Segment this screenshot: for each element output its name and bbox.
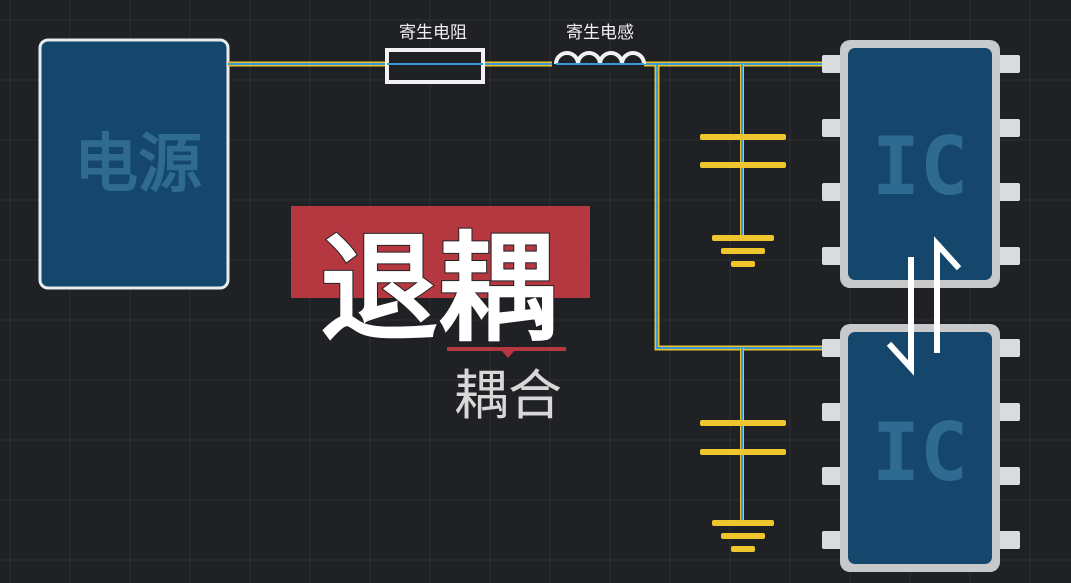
resistor-icon bbox=[385, 48, 485, 84]
headline-banner bbox=[291, 206, 590, 298]
ic-chip-bottom bbox=[822, 324, 1020, 572]
ic-pin bbox=[998, 119, 1020, 137]
ic-pins bbox=[822, 339, 1020, 549]
ground-icon bbox=[712, 520, 774, 552]
power-source-block bbox=[38, 38, 230, 290]
ic-pin bbox=[822, 119, 844, 137]
ic-top-label: IC bbox=[872, 120, 968, 213]
ic-pin bbox=[998, 403, 1020, 421]
ic-pin bbox=[998, 55, 1020, 73]
supply-wire bbox=[228, 61, 840, 522]
ic-pin bbox=[822, 55, 844, 73]
ic-pin bbox=[998, 247, 1020, 265]
ic-chip-top bbox=[822, 40, 1020, 288]
ic-pin bbox=[822, 531, 844, 549]
parasitic-inductor-label: 寄生电感 bbox=[566, 23, 634, 43]
headline-main: 退耦 bbox=[320, 220, 556, 358]
capacitor-icon bbox=[700, 420, 786, 455]
ic-pin bbox=[998, 467, 1020, 485]
ic-pin bbox=[822, 403, 844, 421]
ic-pin bbox=[822, 183, 844, 201]
ic-pins bbox=[822, 55, 1020, 265]
ic-pin bbox=[822, 339, 844, 357]
ic-pin bbox=[998, 339, 1020, 357]
power-source-label: 电源 bbox=[74, 128, 202, 202]
ic-pin bbox=[822, 467, 844, 485]
bidirectional-arrows-icon bbox=[886, 236, 962, 376]
ic-pin bbox=[998, 183, 1020, 201]
sub-pointer bbox=[500, 349, 516, 358]
ic-pin bbox=[822, 247, 844, 265]
ic-bottom-label: IC bbox=[872, 406, 968, 499]
ground-icon bbox=[712, 235, 774, 267]
capacitor-icon bbox=[700, 134, 786, 168]
ic-pin bbox=[998, 531, 1020, 549]
parasitic-resistor-label: 寄生电阻 bbox=[399, 23, 467, 43]
inductor-coil-icon bbox=[552, 51, 646, 70]
headline-sub: 耦合 bbox=[454, 364, 562, 427]
